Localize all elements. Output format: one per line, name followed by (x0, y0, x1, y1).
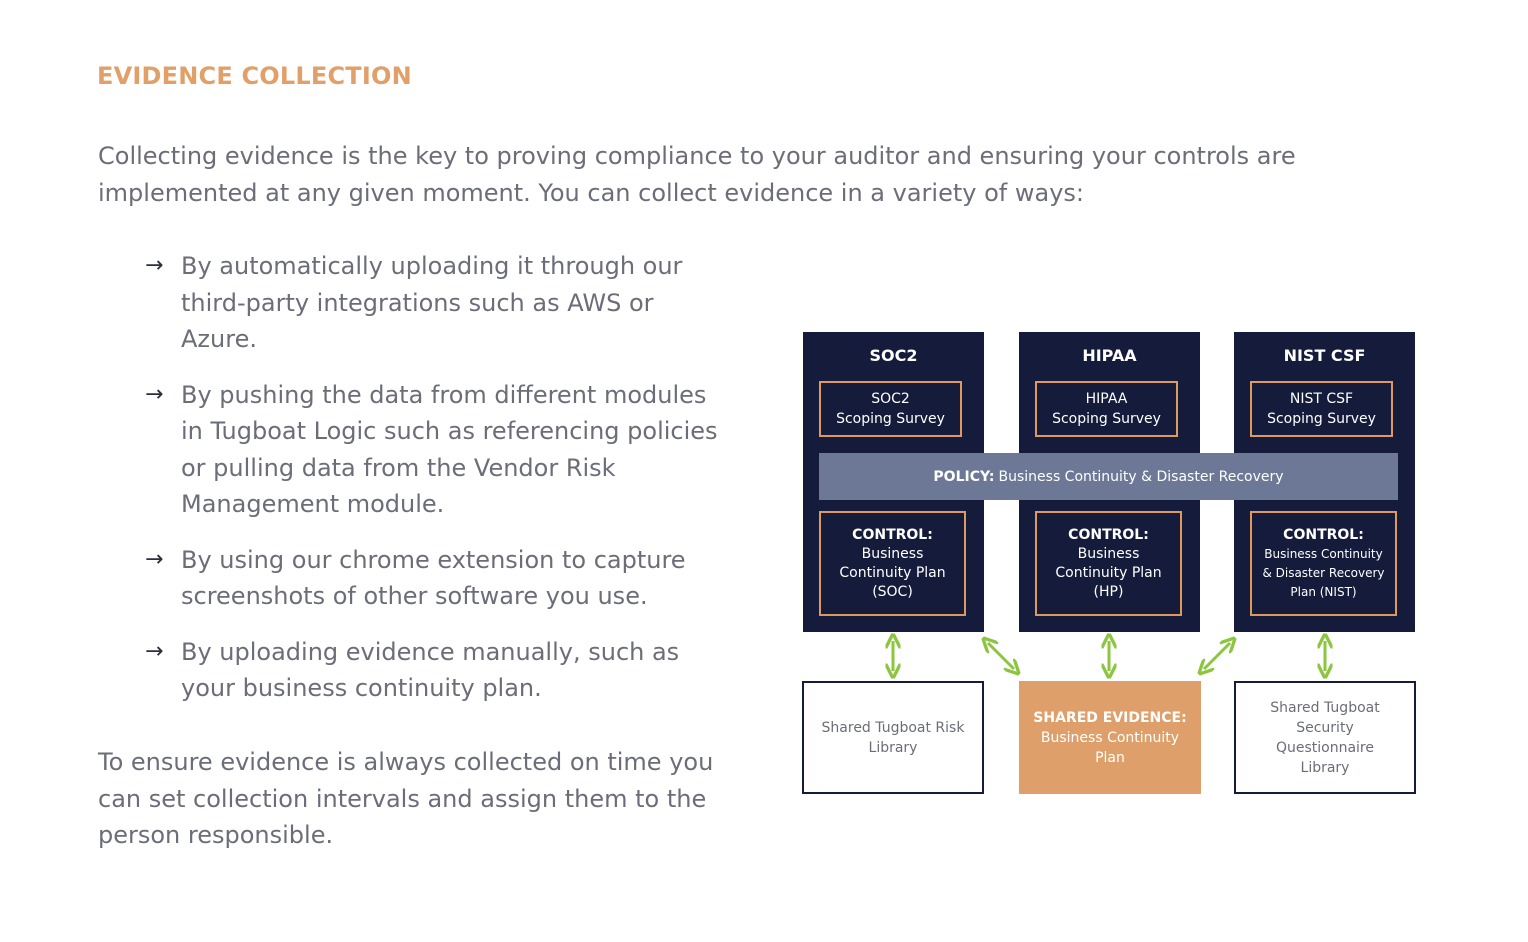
list-item-text: By using our chrome extension to capture… (181, 545, 686, 611)
survey-line: SOC2 (871, 391, 910, 407)
list-item: → By automatically uploading it through o… (145, 248, 725, 358)
control-line: Continuity Plan (839, 564, 946, 581)
survey-line: HIPAA (1085, 391, 1128, 407)
shared-evidence-label: SHARED EVIDENCE: (1033, 709, 1187, 726)
survey-line: Scoping Survey (836, 411, 945, 427)
arrow-right-icon: → (145, 381, 164, 407)
shared-line: Questionnaire (1275, 739, 1374, 756)
list-item-text: By pushing the data from different modul… (181, 380, 718, 519)
scoping-survey-box: SOC2 Scoping Survey (819, 381, 962, 437)
arrow-right-icon: → (145, 253, 164, 278)
survey-line: Scoping Survey (1267, 411, 1376, 427)
control-line: Continuity Plan (1055, 564, 1162, 581)
control-line: Business Continuity (1264, 546, 1383, 561)
control-box: CONTROL: Business Continuity & Disaster … (1250, 511, 1397, 616)
shared-line: Library (868, 739, 918, 756)
scoping-survey-box: NIST CSF Scoping Survey (1250, 381, 1393, 437)
list-item: → By uploading evidence manually, such as… (145, 634, 725, 707)
scoping-survey-box: HIPAA Scoping Survey (1035, 381, 1178, 437)
list-item: → By pushing the data from different modu… (145, 377, 725, 523)
framework-title: SOC2 (869, 346, 918, 365)
policy-text: Business Continuity & Disaster Recovery (998, 468, 1284, 485)
control-line: Business (861, 545, 924, 562)
arrow-right-icon: → (145, 638, 164, 664)
list-item-text: By uploading evidence manually, such as … (181, 637, 680, 703)
survey-line: Scoping Survey (1052, 411, 1161, 427)
control-line: Plan (NIST) (1290, 584, 1357, 599)
framework-title: HIPAA (1082, 346, 1137, 365)
control-line: (HP) (1093, 583, 1124, 600)
survey-line: NIST CSF (1289, 391, 1354, 407)
shared-line: Security (1296, 719, 1354, 736)
framework-title: NIST CSF (1283, 346, 1366, 365)
control-label: CONTROL: (1068, 526, 1149, 543)
section-heading: EVIDENCE COLLECTION (97, 62, 412, 90)
control-line: & Disaster Recovery (1262, 565, 1385, 580)
control-box: CONTROL: Business Continuity Plan (HP) (1035, 511, 1182, 616)
list-item: → By using our chrome extension to captur… (145, 542, 725, 615)
intro-paragraph: Collecting evidence is the key to provin… (98, 142, 1296, 207)
outro-paragraph: To ensure evidence is always collected o… (98, 748, 714, 849)
shared-line: Library (1300, 759, 1350, 776)
policy-label: POLICY: (933, 468, 995, 485)
double-arrow-icon (988, 643, 1014, 669)
shared-line: Shared Tugboat (1270, 699, 1380, 716)
list-item-text: By automatically uploading it through ou… (181, 252, 683, 353)
policy-bar: POLICY: Business Continuity & Disaster R… (819, 453, 1398, 500)
double-arrow-icon (1204, 643, 1230, 669)
shared-line: Business Continuity (1040, 729, 1180, 746)
control-line: (SOC) (872, 583, 913, 600)
arrow-right-icon: → (145, 546, 164, 572)
control-line: Business (1077, 545, 1140, 562)
shared-questionnaire-library-box: Shared Tugboat Security Questionnaire Li… (1234, 681, 1416, 794)
control-label: CONTROL: (852, 526, 933, 543)
shared-line: Shared Tugboat Risk (821, 719, 965, 736)
shared-evidence-box: SHARED EVIDENCE: Business Continuity Pla… (1019, 681, 1201, 794)
shared-line: Plan (1095, 749, 1125, 766)
control-label: CONTROL: (1283, 526, 1364, 543)
evidence-methods-list: → By automatically uploading it through o… (145, 248, 725, 726)
control-box: CONTROL: Business Continuity Plan (SOC) (819, 511, 966, 616)
shared-risk-library-box: Shared Tugboat Risk Library (802, 681, 984, 794)
